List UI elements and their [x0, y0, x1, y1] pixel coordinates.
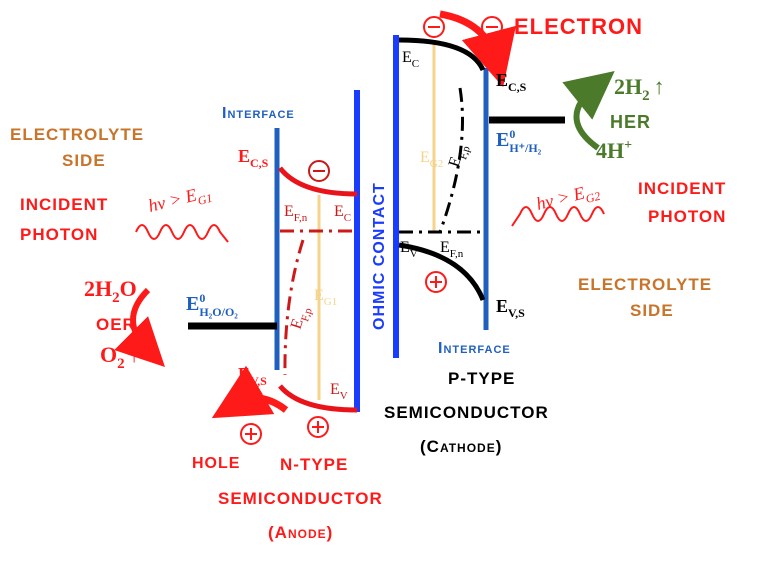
hv-left-label: hν > EG1	[146, 181, 214, 220]
hole-label: HOLE	[192, 455, 240, 472]
e-cs-left-label: EC,S	[238, 146, 269, 170]
incident-photon-left-line2: PHOTON	[20, 225, 98, 244]
electron-symbol-2	[481, 16, 503, 38]
efp-left-label: EF,p	[288, 303, 315, 332]
valence-band-left	[278, 384, 358, 413]
p-type-label-2: SEMICONDUCTOR	[384, 403, 549, 422]
electron-symbol-1	[423, 16, 445, 38]
h2o-label: 2H2O	[84, 276, 137, 306]
oer-reaction-arrow	[114, 287, 165, 367]
o2-label: O2↑	[100, 342, 140, 372]
e-vs-right-label: EV,S	[496, 296, 525, 320]
hole-transfer-arrow	[211, 365, 289, 419]
electron-label: ELECTRON	[514, 14, 643, 39]
e-cs-right-label: EC,S	[496, 70, 527, 94]
incident-photon-left-line1: INCIDENT	[20, 195, 108, 214]
electrolyte-side-left-line1: ELECTROLYTE	[10, 125, 144, 144]
photon-wave-left	[135, 224, 229, 243]
hole-symbol-left	[307, 416, 329, 438]
n-type-label-1: N-TYPE	[280, 455, 348, 474]
ec-left-label: EC	[334, 203, 351, 224]
photon-wave-right	[511, 206, 605, 227]
ev-right-label: EV	[400, 239, 418, 260]
conduction-band-left	[278, 166, 358, 197]
electron-symbol-left	[308, 160, 330, 182]
hplus-label: 4H+	[596, 138, 632, 163]
eg2-label: EG2	[420, 149, 443, 170]
n-type-label-2: SEMICONDUCTOR	[218, 489, 383, 508]
interface-label-left: Interface	[222, 105, 295, 122]
efn-left-label: EF,n	[284, 203, 308, 224]
h2-label: 2H2↑	[614, 74, 665, 104]
e-vs-left-label: EV,S	[238, 364, 267, 388]
hole-symbol-hole-label	[240, 423, 262, 445]
fermi-p-right	[438, 87, 464, 233]
n-type-label-3: (Anode)	[268, 523, 333, 542]
eg1-label: EG1	[314, 287, 337, 308]
incident-photon-right-line1: INCIDENT	[638, 179, 726, 198]
p-type-label-1: P-TYPE	[448, 369, 515, 388]
electrolyte-side-left-line2: SIDE	[62, 151, 106, 170]
interface-label-right: Interface	[438, 340, 511, 357]
fermi-p-left	[283, 239, 305, 376]
ev-left-label: EV	[330, 381, 348, 402]
incident-photon-right-line2: PHOTON	[648, 207, 726, 226]
her-label: HER	[610, 112, 651, 132]
ohmic-contact-label: OHMIC CONTACT	[371, 182, 388, 330]
electrolyte-side-right-line1: ELECTROLYTE	[578, 275, 712, 294]
oer-label: OER	[96, 315, 136, 334]
ec-right-label: EC	[402, 49, 419, 70]
electron-transfer-arrow	[439, 10, 516, 88]
her-reaction-arrow	[562, 70, 615, 151]
efp-right-label: EF,p	[446, 141, 473, 170]
efn-right-label: EF,n	[440, 239, 464, 260]
hole-symbol-right	[425, 271, 447, 293]
electrolyte-side-right-line2: SIDE	[630, 301, 674, 320]
valence-band-right	[398, 242, 486, 301]
p-type-label-3: (Cathode)	[420, 437, 502, 456]
